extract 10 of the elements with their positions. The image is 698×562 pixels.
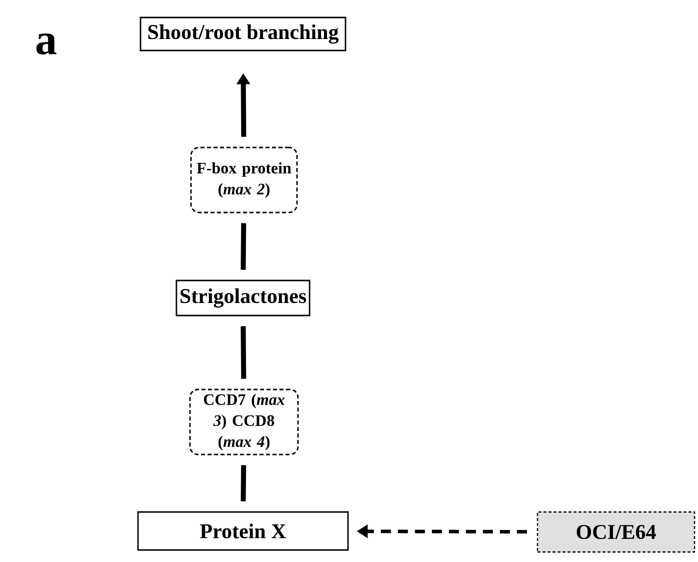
inhibitor-box: OCI/E64 [536, 511, 696, 553]
connector-line [240, 465, 246, 502]
panel-letter: a [36, 33, 56, 55]
protein-box: F-box protein (max 2) [190, 146, 298, 214]
process-box: Protein X [137, 511, 349, 551]
process-box: Strigolactones [176, 280, 310, 316]
connector-line [240, 326, 246, 379]
protein-box: CCD7 (max 3) CCD8 (max 4) [189, 388, 299, 456]
process-box: Shoot/root branching [140, 16, 346, 52]
connector-line [240, 223, 246, 270]
